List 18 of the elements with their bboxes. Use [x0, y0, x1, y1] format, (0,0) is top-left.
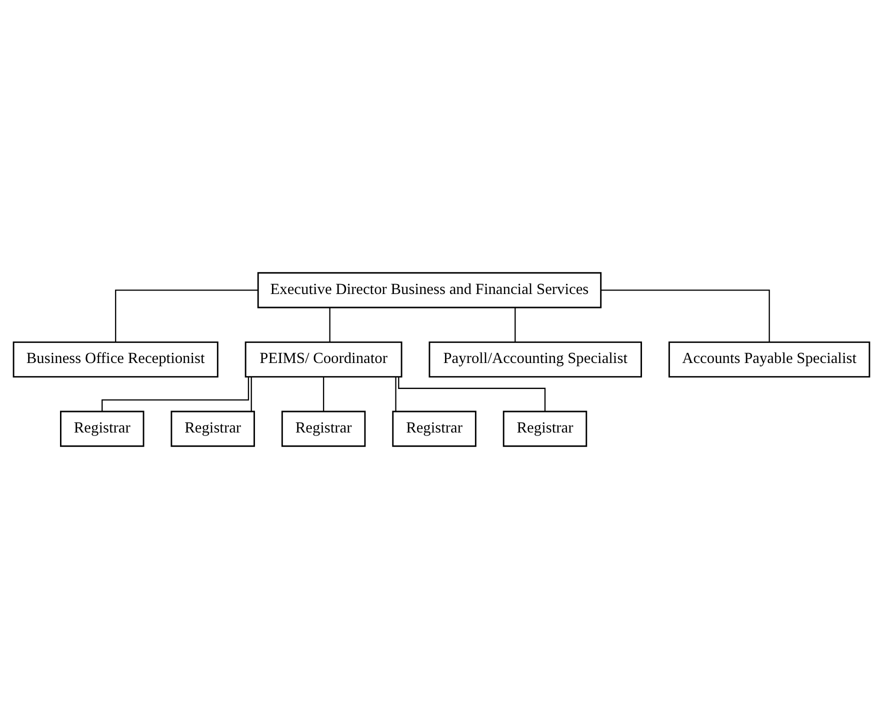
- connector: [398, 376, 546, 412]
- node-box: Accounts Payable Specialist: [668, 341, 870, 378]
- node-box: Registrar: [170, 410, 255, 447]
- node-box: Registrar: [502, 410, 588, 447]
- node-box: Registrar: [392, 410, 476, 447]
- node-box: Registrar: [281, 410, 366, 447]
- connector: [395, 377, 396, 412]
- node-box: Executive Director Business and Financial Services: [257, 272, 602, 308]
- connector: [514, 308, 516, 342]
- node-box: Payroll/Accounting Specialist: [428, 341, 642, 378]
- node-box: Registrar: [60, 410, 144, 447]
- connector: [329, 308, 330, 342]
- connector: [322, 377, 324, 412]
- connector: [115, 290, 258, 342]
- connector: [600, 290, 770, 342]
- node-box: PEIMS/ Coordinator: [244, 341, 402, 378]
- connector: [250, 377, 252, 412]
- node-box: Business Office Receptionist: [12, 341, 218, 378]
